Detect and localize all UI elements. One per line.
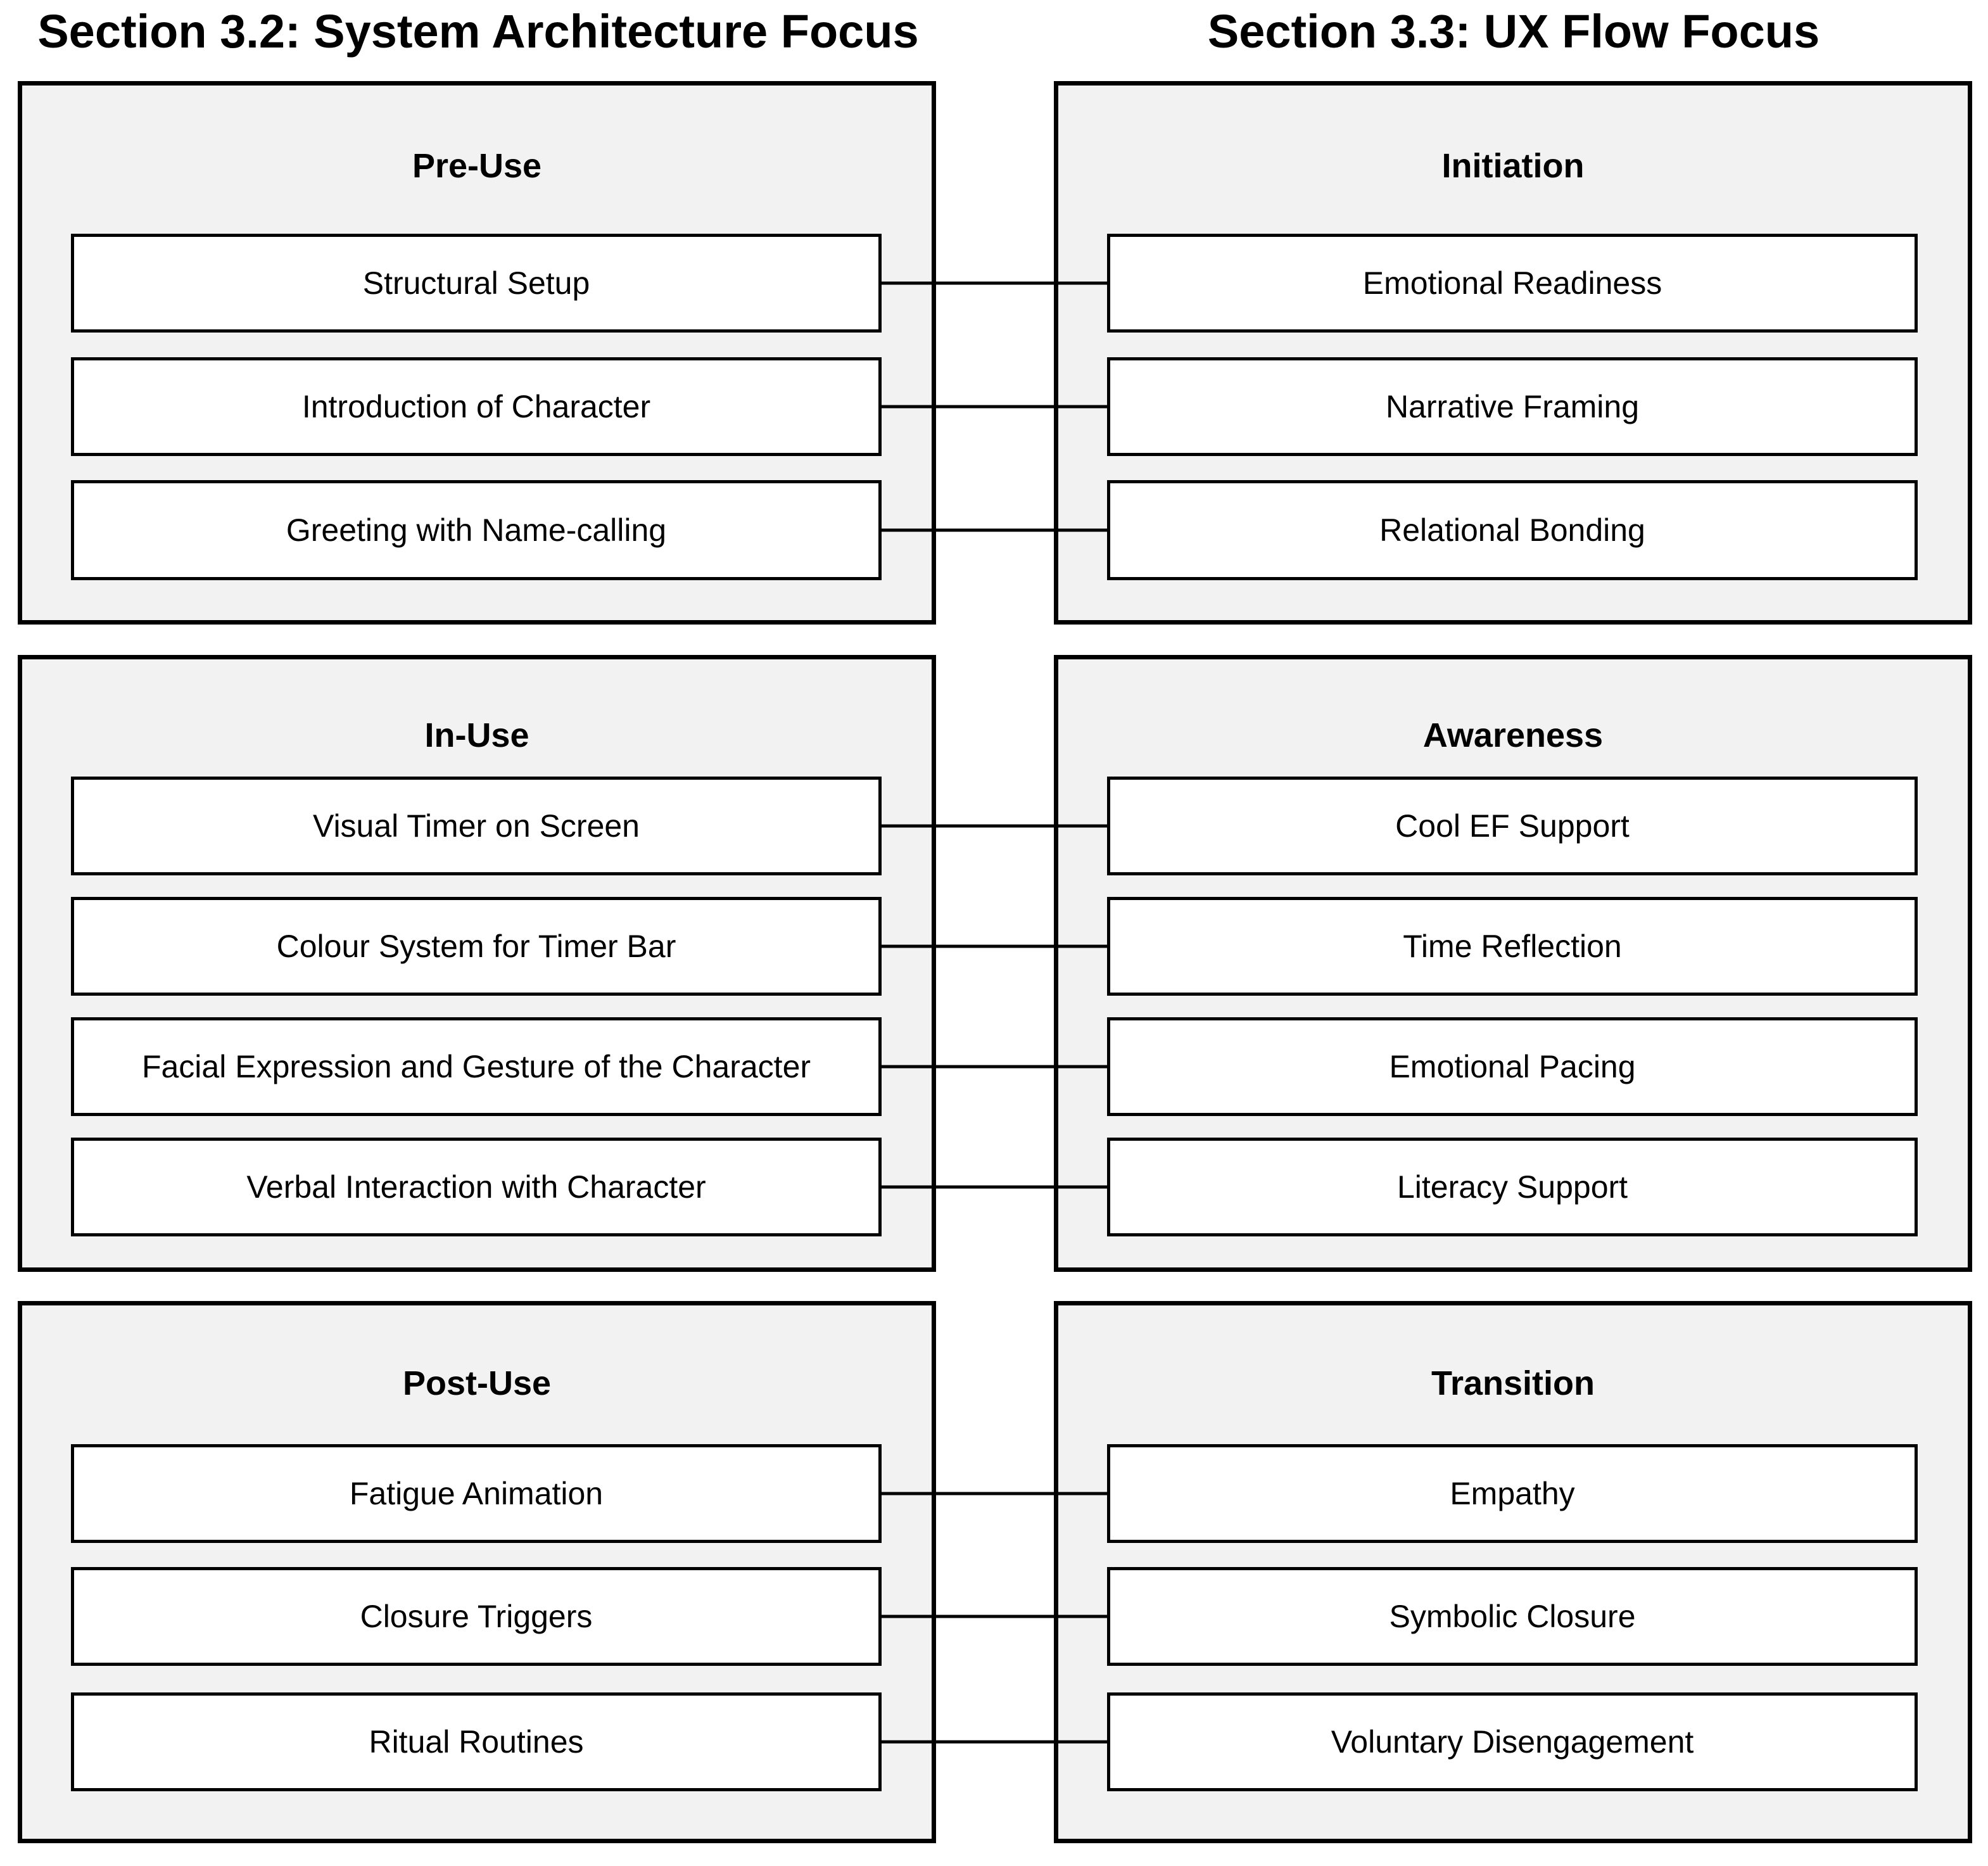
ux-flow-item: Narrative Framing — [1107, 357, 1918, 456]
architecture-item: Verbal Interaction with Character — [71, 1138, 882, 1236]
architecture-item: Introduction of Character — [71, 357, 882, 456]
phase-title: Pre-Use — [412, 147, 542, 185]
ux-flow-item: Relational Bonding — [1107, 480, 1918, 580]
architecture-item: Structural Setup — [71, 234, 882, 333]
section-heading-ux-flow: Section 3.3: UX Flow Focus — [1207, 5, 1820, 58]
architecture-item: Closure Triggers — [71, 1567, 882, 1666]
ux-flow-item: Literacy Support — [1107, 1138, 1918, 1236]
ux-flow-item: Cool EF Support — [1107, 777, 1918, 875]
ux-flow-item: Emotional Readiness — [1107, 234, 1918, 333]
architecture-item: Colour System for Timer Bar — [71, 897, 882, 996]
architecture-item: Fatigue Animation — [71, 1444, 882, 1543]
phase-title: In-Use — [424, 716, 529, 754]
phase-title: Initiation — [1441, 147, 1585, 185]
phase-title: Transition — [1431, 1364, 1595, 1402]
ux-flow-item: Emotional Pacing — [1107, 1017, 1918, 1116]
architecture-item: Greeting with Name-calling — [71, 480, 882, 580]
ux-flow-item: Time Reflection — [1107, 897, 1918, 996]
section-heading-system-architecture: Section 3.2: System Architecture Focus — [37, 5, 919, 58]
phase-title: Post-Use — [402, 1364, 552, 1402]
architecture-item: Visual Timer on Screen — [71, 777, 882, 875]
ux-flow-item: Symbolic Closure — [1107, 1567, 1918, 1666]
architecture-item: Ritual Routines — [71, 1692, 882, 1791]
architecture-item: Facial Expression and Gesture of the Cha… — [71, 1017, 882, 1116]
ux-flow-item: Empathy — [1107, 1444, 1918, 1543]
ux-flow-item: Voluntary Disengagement — [1107, 1692, 1918, 1791]
phase-title: Awareness — [1422, 716, 1604, 754]
